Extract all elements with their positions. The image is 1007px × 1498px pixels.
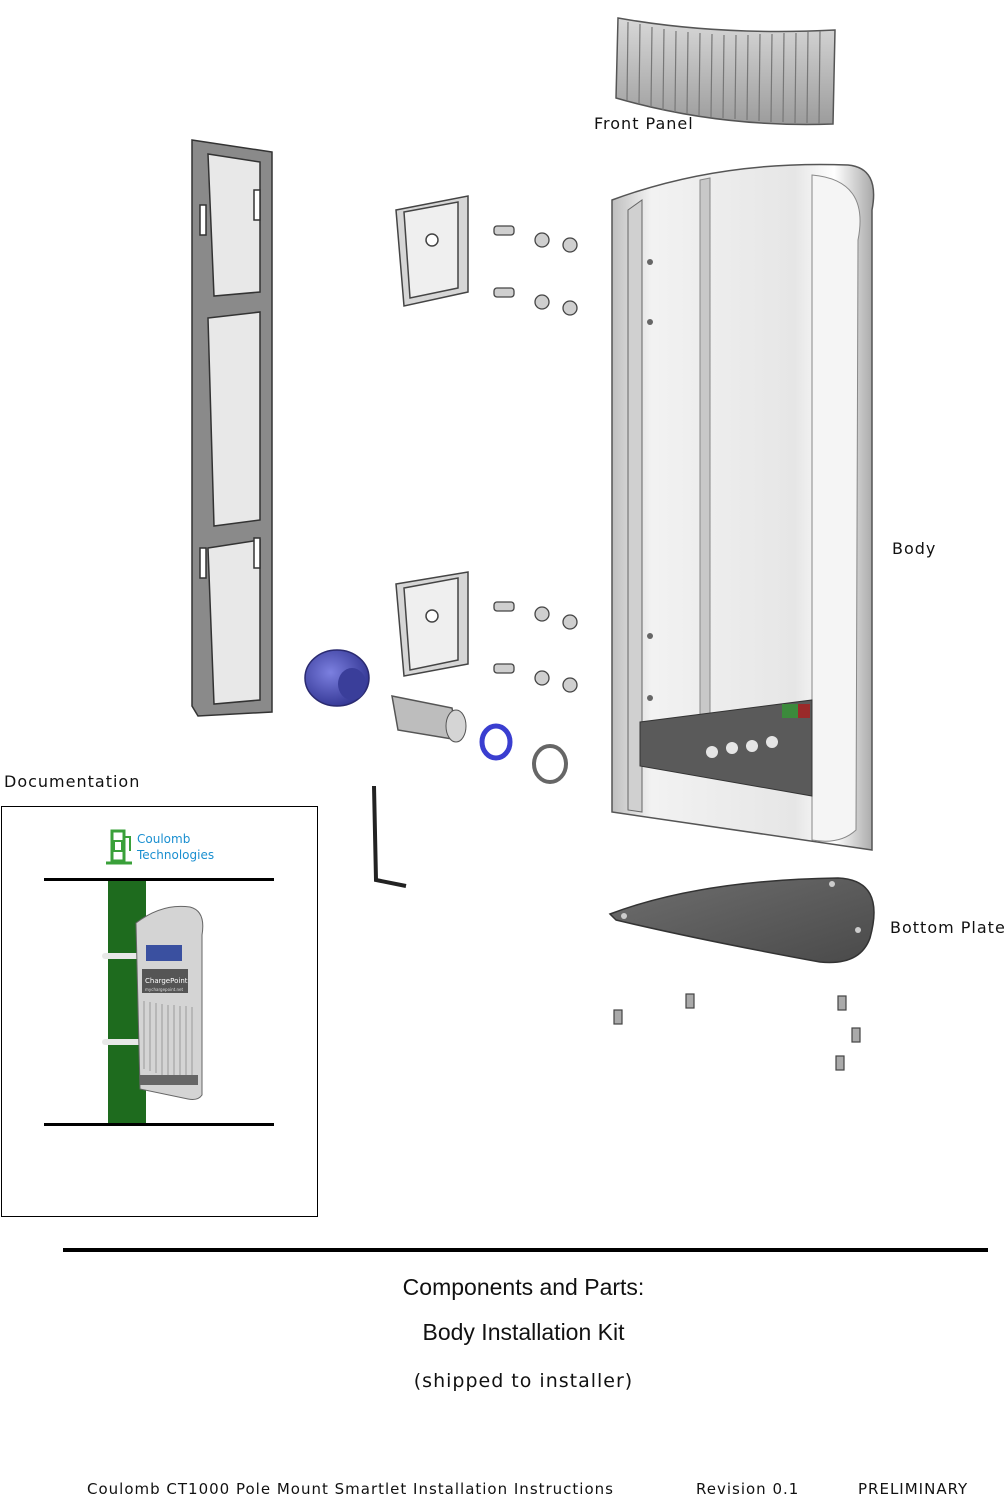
body-label: Body (892, 539, 937, 558)
footer-document-title: Coulomb CT1000 Pole Mount Smartlet Insta… (87, 1480, 614, 1498)
section-divider (63, 1248, 988, 1252)
hex-key-part (372, 785, 407, 888)
footer-revision: Revision 0.1 (696, 1480, 800, 1498)
caption-title: Components and Parts: (402, 1274, 645, 1300)
logo-line-2: Technologies (137, 848, 215, 862)
logo-line-1: Coulomb (137, 832, 191, 846)
front-panel-label: Front Panel (594, 114, 694, 133)
charging-station-logo-icon (106, 829, 132, 865)
pole-clamp-lower (395, 571, 469, 677)
caption-kit-name: Body Installation Kit (422, 1319, 625, 1345)
unit-brand-text: ChargePoint (145, 977, 188, 985)
bottom-plate-label: Bottom Plate (890, 918, 1006, 937)
pole-clamp-upper (395, 195, 469, 307)
hardware-bolts-washers-nuts (493, 225, 578, 693)
unit-url-text: mychargepoint.net (145, 987, 183, 992)
pole-mount-unit-illustration: ChargePoint mychargepoint.net (44, 878, 274, 1126)
front-panel-part (615, 17, 836, 126)
caption-note: (shipped to installer) (413, 1370, 634, 1392)
conduit-fittings (304, 649, 568, 784)
body-enclosure-part (611, 163, 875, 851)
documentation-label: Documentation (4, 772, 141, 791)
bottom-plate-part (608, 877, 875, 964)
footer-status: PRELIMINARY (858, 1480, 969, 1498)
company-logo-text: Coulomb Technologies (137, 831, 214, 863)
mounting-frame-part (191, 139, 273, 717)
exploded-parts-illustration (191, 17, 875, 1071)
documentation-card: Coulomb Technologies ChargePoint mycharg… (1, 806, 318, 1217)
bottom-plate-screws (613, 993, 861, 1071)
